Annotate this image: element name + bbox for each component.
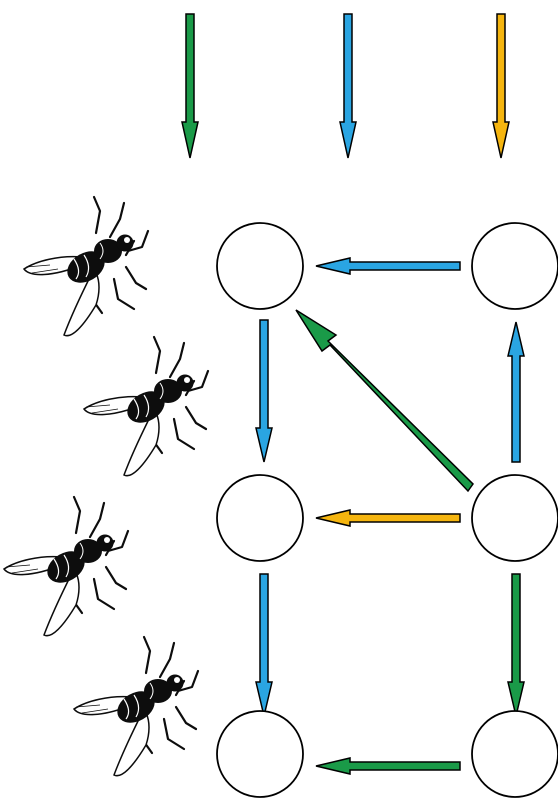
edge-bottom-right-to-bottom-left: [315, 757, 461, 775]
node-top-left: [216, 222, 304, 310]
edge-middle-left-to-bottom-left: [255, 573, 273, 717]
edge-middle-right-to-bottom-right: [507, 573, 525, 717]
input-arrow-yellow: [492, 13, 510, 159]
node-middle-right: [471, 474, 558, 562]
edges: [255, 257, 525, 775]
node-bottom-left: [216, 710, 304, 798]
edge-top-left-to-middle-left: [255, 319, 273, 463]
fly-icon: [82, 335, 210, 477]
edge-middle-right-to-middle-left: [315, 509, 461, 527]
edge-middle-right-to-top-right: [507, 321, 525, 463]
edge-top-right-to-top-left: [315, 257, 461, 275]
nodes: [216, 222, 558, 798]
fly-icon: [22, 195, 150, 337]
input-arrows: [181, 13, 510, 159]
input-arrow-blue: [339, 13, 357, 159]
edge-middle-right-to-top-left: [295, 309, 474, 493]
flies: [2, 195, 210, 777]
fly-icon: [2, 495, 130, 637]
node-bottom-right: [471, 710, 558, 798]
node-top-right: [471, 222, 558, 310]
input-arrow-green: [181, 13, 199, 159]
fly-icon: [72, 635, 200, 777]
node-middle-left: [216, 474, 304, 562]
